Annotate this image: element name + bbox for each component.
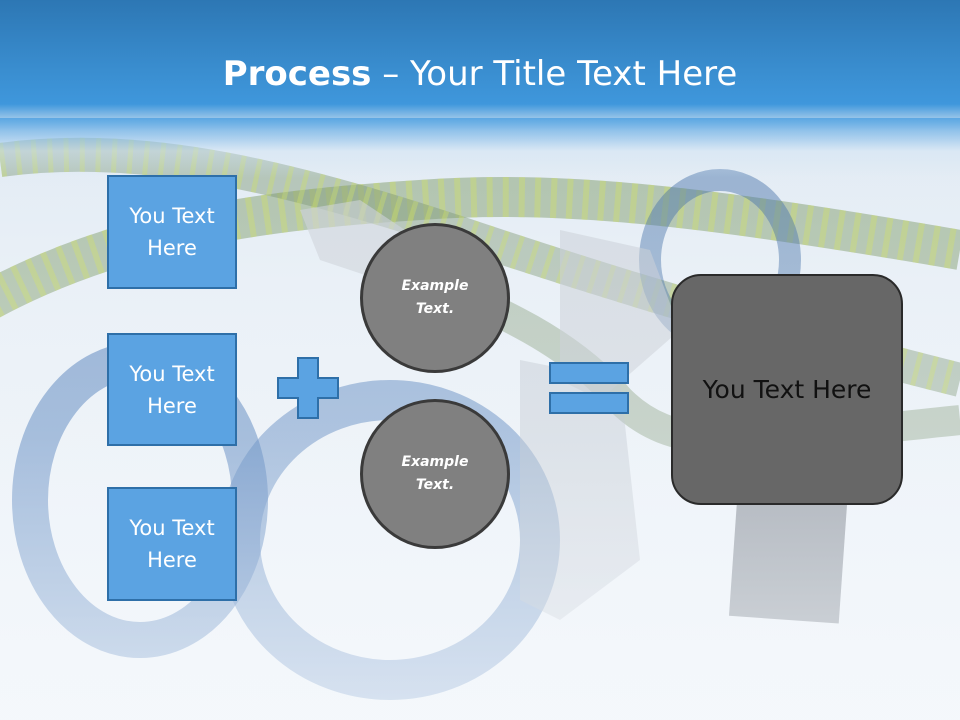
input-box-3-label: You Text Here (129, 516, 215, 572)
title-bold: Process (222, 54, 372, 94)
input-box-1-label: You Text Here (129, 204, 215, 260)
input-box-1: You Text Here (107, 175, 237, 289)
input-box-2-label: You Text Here (129, 361, 215, 418)
result-box-label: You Text Here (702, 374, 872, 404)
result-box: You Text Here (671, 274, 903, 505)
input-box-2: You Text Here (107, 333, 237, 446)
example-circle-2: Example Text. (360, 399, 510, 549)
header-fade (0, 118, 960, 178)
plus-icon (277, 357, 339, 423)
example-circle-1: Example Text. (360, 223, 510, 373)
example-circle-1-label: Example Text. (401, 278, 469, 317)
input-box-3: You Text Here (107, 487, 237, 601)
title-rest: – Your Title Text Here (371, 54, 738, 94)
example-circle-2-label: Example Text. (401, 454, 469, 493)
slide-title: Process – Your Title Text Here (0, 52, 960, 96)
equals-icon (549, 362, 629, 418)
header-band (0, 0, 960, 130)
